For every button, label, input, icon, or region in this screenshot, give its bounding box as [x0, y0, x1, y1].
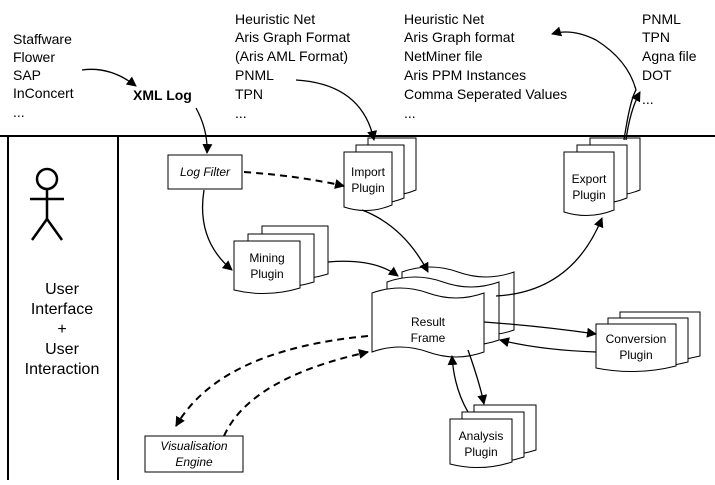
xml-log-label: XML Log: [133, 87, 192, 103]
analysis-plugin-node: Analysis Plugin: [449, 404, 537, 468]
import-format-item: (Aris AML Format): [235, 48, 348, 64]
svg-text:Plugin: Plugin: [250, 267, 283, 281]
connectors: [81, 26, 641, 437]
resultframe-to-analysisplugin-arrow: [467, 349, 488, 405]
import-plugin-node: Import Plugin: [343, 137, 417, 211]
source-item: ...: [13, 104, 25, 120]
svg-text:Export: Export: [572, 172, 607, 186]
import-format-item: Aris Graph Format: [235, 29, 350, 45]
exportplugin-to-exportformats-arrow: [551, 26, 637, 141]
svg-text:Result: Result: [411, 315, 446, 329]
export-plugin-node: Export Plugin: [563, 137, 641, 216]
source-item: Flower: [13, 49, 55, 65]
source-systems-list: Staffware Flower SAP InConcert ...: [13, 31, 74, 120]
importformats-to-importplugin-arrow: [295, 79, 377, 141]
resultframe-to-exportplugin-arrow: [495, 217, 604, 297]
export-format-item: ...: [404, 105, 416, 121]
user-interface-label: User Interface + User Interaction: [25, 281, 100, 378]
export-format-item: Heuristic Net: [404, 11, 484, 27]
visualisation-engine-node: Visualisation Engine: [144, 435, 244, 473]
importplugin-to-resultframe-arrow: [361, 209, 429, 273]
conversion-format-item: TPN: [642, 29, 670, 45]
svg-text:Mining: Mining: [249, 251, 284, 265]
import-format-item: TPN: [235, 86, 263, 102]
svg-text:Plugin: Plugin: [464, 445, 497, 459]
outer-frame: [0, 135, 715, 480]
svg-text:Analysis: Analysis: [459, 429, 504, 443]
svg-text:Conversion: Conversion: [606, 332, 667, 346]
import-format-item: Heuristic Net: [235, 11, 315, 27]
svg-text:Visualisation: Visualisation: [160, 439, 227, 453]
miningplugin-to-resultframe-arrow: [327, 260, 399, 277]
conversion-format-item: PNML: [642, 11, 681, 27]
xmllog-to-logfilter-arrow: [195, 107, 213, 154]
conversion-plugin-node: Conversion Plugin: [595, 311, 701, 373]
svg-text:Interface: Interface: [31, 301, 93, 318]
log-filter-node: Log Filter: [167, 154, 243, 190]
svg-text:Frame: Frame: [411, 331, 446, 345]
import-format-item: ...: [235, 105, 247, 121]
conversion-format-item: ...: [642, 91, 654, 107]
sources-to-xmllog-arrow: [81, 68, 137, 87]
svg-text:User: User: [45, 341, 79, 358]
svg-text:Plugin: Plugin: [619, 348, 652, 362]
svg-text:Plugin: Plugin: [351, 181, 384, 195]
conversion-formats-list: PNML TPN Agna file DOT ...: [642, 11, 697, 107]
mining-plugin-node: Mining Plugin: [233, 225, 329, 295]
resultframe-to-conversionplugin-arrow: [483, 321, 597, 338]
import-format-item: PNML: [235, 67, 274, 83]
resultframe-to-visualisation-dashed-arrow: [175, 335, 369, 427]
svg-text:Plugin: Plugin: [572, 188, 605, 202]
source-item: Staffware: [13, 31, 72, 47]
conversion-format-item: Agna file: [642, 48, 697, 64]
visualisation-to-resultframe-dashed-arrow: [223, 349, 369, 437]
logfilter-to-importplugin-dashed-arrow: [243, 171, 345, 189]
svg-text:Import: Import: [351, 165, 386, 179]
svg-text:+: +: [57, 321, 66, 338]
svg-text:Engine: Engine: [175, 455, 213, 469]
svg-text:Interaction: Interaction: [25, 361, 100, 378]
export-format-item: Aris PPM Instances: [404, 67, 526, 83]
logfilter-to-miningplugin-arrow: [201, 189, 233, 271]
source-item: InConcert: [13, 85, 74, 101]
export-format-item: NetMiner file: [404, 48, 483, 64]
export-formats-list: Heuristic Net Aris Graph format NetMiner…: [404, 11, 567, 121]
source-item: SAP: [13, 67, 41, 83]
export-format-item: Aris Graph format: [404, 29, 515, 45]
svg-text:Log Filter: Log Filter: [180, 165, 231, 179]
analysisplugin-to-resultframe-arrow: [447, 355, 469, 413]
conversion-format-item: DOT: [642, 67, 672, 83]
exportplugin-to-conversionformats-arrow: [625, 91, 641, 141]
import-formats-list: Heuristic Net Aris Graph Format (Aris AM…: [235, 11, 350, 121]
svg-text:User: User: [45, 281, 79, 298]
conversionplugin-to-resultframe-arrow: [499, 337, 597, 353]
result-frame-node: Result Frame: [371, 266, 515, 358]
user-stick-figure-icon: [30, 167, 64, 241]
export-format-item: Comma Seperated Values: [404, 86, 567, 102]
